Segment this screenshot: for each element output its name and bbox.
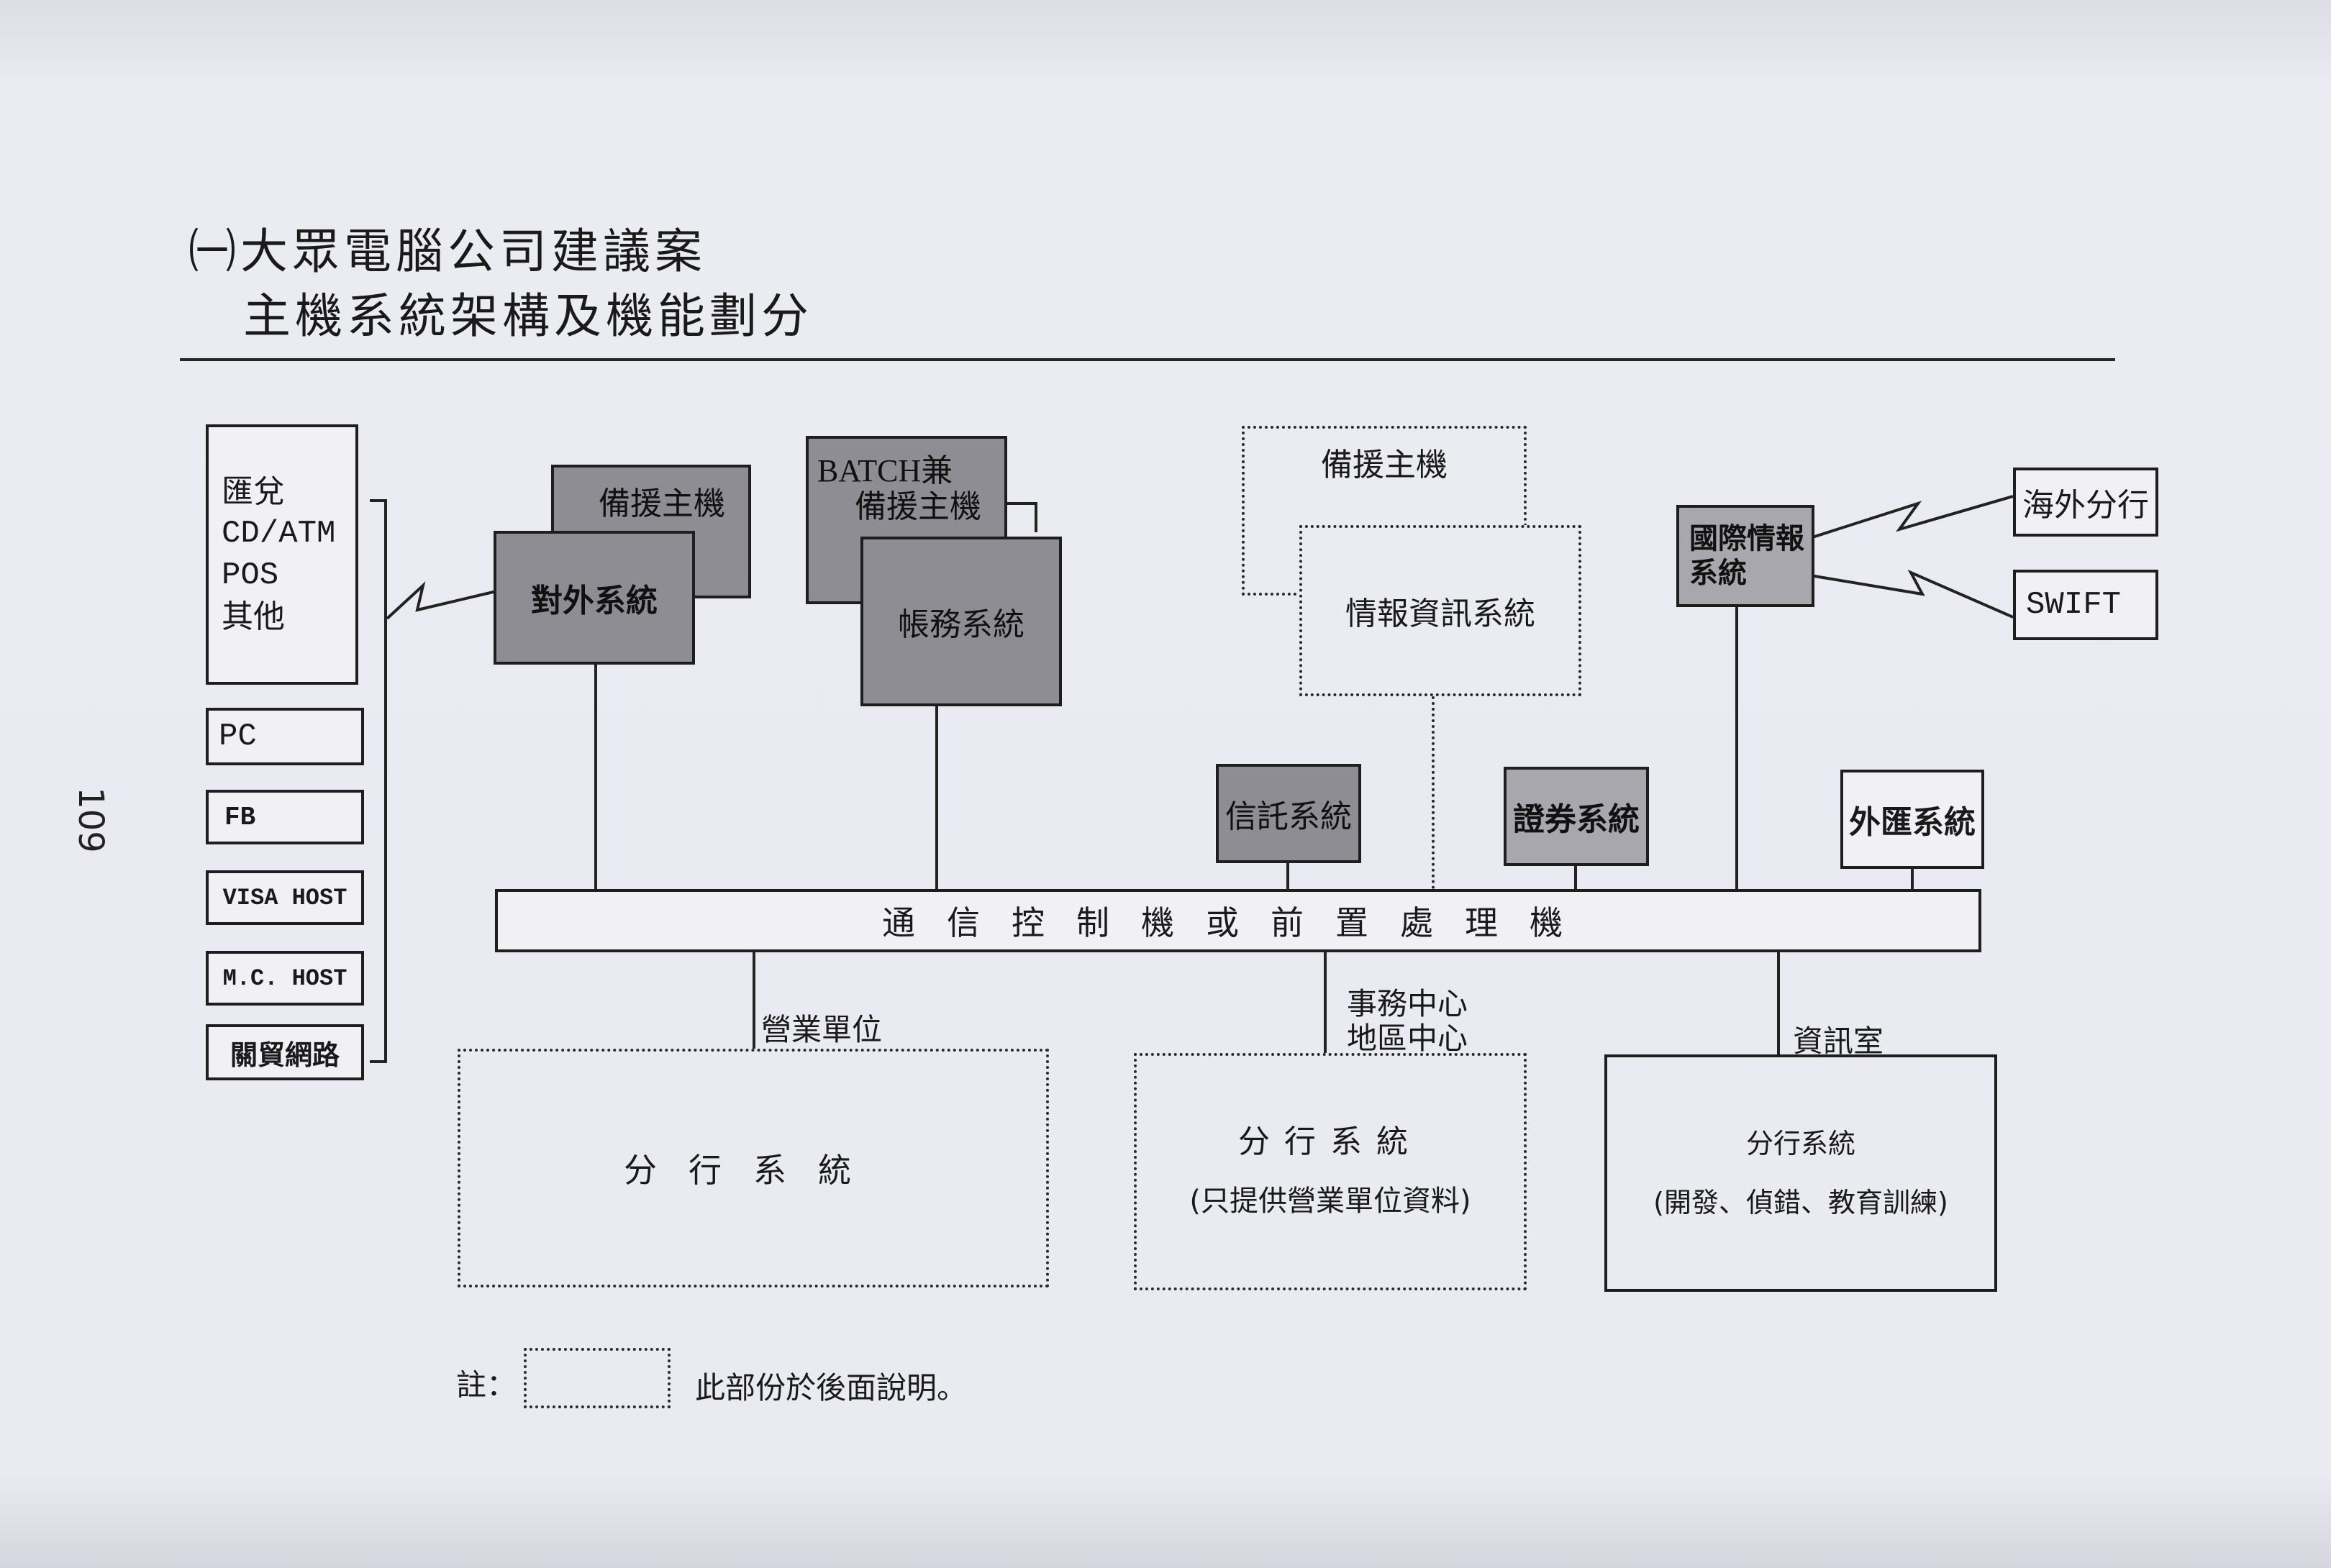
channel-bracket-bottom	[370, 1060, 387, 1063]
securities-system: 證券系統	[1504, 767, 1649, 866]
title-rule	[180, 358, 2115, 361]
it-room-connector	[1777, 952, 1780, 1054]
communication-controller-bus: 通信控制機或前置處理機	[495, 889, 1981, 952]
channel-mc-host: M.C. HOST	[206, 951, 364, 1006]
channel-group-box: 匯兌 CD/ATM POS 其他	[206, 424, 358, 685]
backup-host-external-label: 備援主機	[599, 486, 725, 522]
branch-system-business: 分行系統	[458, 1049, 1049, 1287]
channel-bracket-vertical	[384, 499, 387, 1063]
office-center-label: 事務中心	[1347, 986, 1468, 1021]
channel-trade-network: 關貿網路	[206, 1024, 364, 1080]
international-to-swift-link	[1809, 569, 2014, 619]
overseas-branch: 海外分行	[2013, 468, 2158, 537]
trust-system: 信託系統	[1216, 764, 1361, 863]
trust-bus-connector	[1286, 863, 1289, 889]
title-line-2: 主機系統架構及機能劃分	[243, 288, 813, 344]
it-room-label: 資訊室	[1793, 1024, 1884, 1059]
forex-bus-connector	[1911, 869, 1914, 889]
channel-fb: FB	[206, 790, 364, 844]
channel-cd-atm: CD/ATM	[222, 516, 336, 552]
note-prefix: 註：	[456, 1367, 517, 1403]
international-info-system: 國際情報 系統	[1676, 505, 1814, 607]
forex-system: 外匯系統	[1840, 770, 1984, 869]
batch-backup-line1: BATCH兼	[817, 453, 953, 488]
note-text: 此部份於後面說明。	[695, 1370, 968, 1405]
channel-remittance: 匯兌	[222, 473, 285, 510]
international-line2: 系統	[1689, 557, 1747, 590]
communication-controller-label: 通信控制機或前置處理機	[882, 903, 1594, 942]
international-line1: 國際情報	[1689, 522, 1804, 555]
channel-other: 其他	[222, 598, 285, 635]
channel-pc: PC	[206, 708, 364, 765]
international-to-overseas-link	[1809, 495, 2014, 539]
branch-system-office-label: 分行系統	[1238, 1123, 1422, 1160]
international-bus-connector	[1735, 607, 1738, 889]
info-system: 情報資訊系統	[1299, 525, 1581, 696]
branch-system-it: 分行系統 (開發、偵錯、教育訓練)	[1604, 1054, 1997, 1292]
channel-pos: POS	[222, 557, 279, 593]
business-unit-connector	[753, 952, 755, 1049]
title-line-1: ㈠大眾電腦公司建議案	[188, 224, 706, 279]
batch-backup-link	[999, 502, 1037, 532]
branch-system-office: 分行系統 (只提供營業單位資料)	[1134, 1053, 1527, 1290]
note-dotted-sample	[524, 1348, 671, 1408]
external-bus-connector	[594, 665, 597, 889]
accounting-bus-connector	[935, 706, 938, 889]
branch-system-business-label: 分行系統	[624, 1151, 883, 1190]
external-system: 對外系統	[494, 531, 695, 665]
channel-visa-host: VISA HOST	[206, 870, 364, 925]
channel-bracket-top	[370, 499, 387, 502]
swift-network: SWIFT	[2013, 570, 2158, 640]
branch-system-it-label: 分行系統	[1745, 1128, 1855, 1159]
info-bus-connector	[1432, 696, 1435, 889]
channel-to-external-link	[386, 581, 497, 620]
business-unit-label: 營業單位	[761, 1012, 883, 1047]
branch-system-office-note: (只提供營業單位資料)	[1189, 1185, 1471, 1218]
batch-backup-line2: 備援主機	[855, 488, 981, 525]
branch-system-it-note: (開發、偵錯、教育訓練)	[1653, 1187, 1948, 1218]
backup-host-info-label: 備援主機	[1321, 447, 1448, 483]
accounting-system: 帳務系統	[860, 537, 1062, 706]
office-center-connector	[1324, 952, 1327, 1053]
securities-bus-connector	[1574, 866, 1577, 889]
regional-center-label: 地區中心	[1347, 1021, 1468, 1056]
